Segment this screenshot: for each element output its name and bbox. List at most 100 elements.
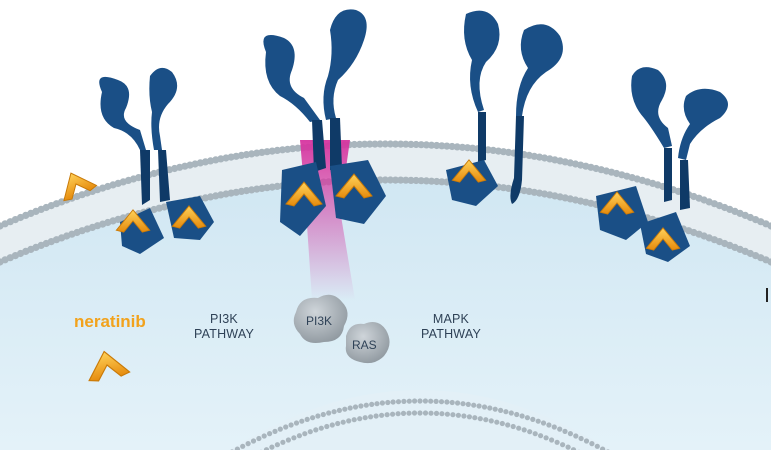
nuclear-lipid-inner (483, 417, 489, 423)
nuclear-lipid-inner (466, 414, 472, 420)
nuclear-lipid-inner (516, 425, 522, 431)
pi3k-protein-icon (293, 294, 348, 343)
nuclear-lipid-outer (444, 399, 450, 405)
lipid-head-inner (402, 176, 410, 184)
nuclear-lipid-outer (395, 399, 402, 405)
nuclear-lipid-outer (503, 409, 509, 415)
lipid-head-outer (361, 140, 369, 148)
nuclear-lipid-inner (269, 444, 275, 450)
nucleus-body (230, 390, 610, 450)
nuclear-lipid-inner (329, 422, 335, 428)
nuclear-lipid-outer (551, 424, 557, 430)
nuclear-lipid-inner (488, 418, 494, 424)
nuclear-lipid-inner (296, 433, 302, 439)
nuclear-lipid-outer (299, 418, 305, 424)
lipid-head-outer (412, 140, 420, 149)
nuclear-lipid-inner (538, 433, 544, 439)
nuclear-lipid-outer (455, 400, 461, 406)
nuclear-lipid-outer (240, 443, 246, 449)
nuclear-lipid-outer (304, 416, 310, 422)
nuclear-lipid-outer (342, 406, 348, 412)
nuclear-lipid-outer (261, 433, 267, 439)
nuclear-lipid-inner (346, 418, 352, 424)
nuclear-lipid-outer (530, 416, 536, 422)
mapk-pathway-line-1: MAPK (432, 312, 470, 326)
nuclear-lipid-inner (461, 413, 467, 419)
nuclear-lipid-outer (352, 404, 359, 410)
edge-marker (766, 288, 768, 302)
ras-protein-icon (345, 322, 390, 364)
nuclear-lipid-outer (336, 407, 342, 413)
nuclear-lipid-inner (357, 416, 363, 422)
lipid-head-inner (407, 176, 415, 184)
lipid-head-inner (412, 176, 420, 185)
nuclear-lipid-outer (320, 411, 326, 418)
lipid-head-outer (407, 140, 415, 148)
nuclear-lipid-outer (245, 441, 251, 447)
nuclear-lipid-inner (505, 422, 511, 428)
nuclear-lipid-inner (368, 414, 374, 420)
nuclear-lipid-inner (274, 442, 280, 448)
receptor-dimer-3 (446, 10, 563, 206)
nuclear-lipid-inner (570, 447, 577, 450)
nuclear-lipid-outer (460, 401, 466, 407)
nuclear-lipid-inner (521, 427, 527, 433)
nuclear-lipid-outer (578, 435, 584, 442)
nuclear-lipid-inner (307, 429, 313, 435)
mapk-pathway-line-2: PATHWAY (421, 327, 481, 341)
nuclear-lipid-inner (433, 410, 440, 416)
nuclear-lipid-outer (234, 446, 240, 450)
lipid-head-inner (386, 176, 394, 184)
nuclear-lipid-outer (347, 405, 353, 411)
lipid-head-inner (427, 177, 436, 185)
nuclear-membrane (230, 390, 610, 450)
nuclear-lipid-inner (565, 444, 571, 450)
nuclear-lipid-inner (395, 411, 401, 417)
nuclear-lipid-outer (422, 398, 428, 404)
nuclear-lipid-inner (472, 415, 478, 421)
nuclear-lipid-outer (535, 418, 541, 424)
nuclear-lipid-outer (589, 441, 595, 447)
nuclear-lipid-inner (527, 429, 533, 435)
lipid-head-outer (438, 142, 446, 150)
nuclear-lipid-outer (583, 438, 590, 444)
nuclear-lipid-outer (412, 398, 418, 404)
nuclear-lipid-inner (280, 439, 286, 445)
lipid-head-outer (350, 140, 358, 149)
pi3k-pathway-line-1: PI3K (210, 312, 238, 326)
lipid-head-outer (366, 140, 374, 148)
lipid-head-inner (433, 177, 441, 186)
nuclear-lipid-outer (508, 410, 514, 416)
nuclear-lipid-outer (256, 435, 262, 442)
nuclear-lipid-outer (546, 422, 552, 428)
nuclear-lipid-inner (439, 411, 445, 417)
nuclear-lipid-outer (465, 401, 471, 407)
nuclear-lipid-inner (362, 415, 368, 421)
lipid-head-outer (391, 140, 400, 148)
lipid-head-outer (273, 146, 281, 154)
nuclear-lipid-inner (428, 410, 434, 416)
nuclear-lipid-outer (438, 399, 445, 405)
nuclear-lipid-outer (487, 405, 493, 411)
nuclear-lipid-inner (444, 411, 450, 417)
lipid-head-outer (443, 142, 451, 150)
lipid-head-outer (767, 222, 771, 230)
lipid-head-inner (422, 177, 430, 185)
mapk-pathway-label: MAPK PATHWAY (415, 312, 487, 342)
nuclear-lipid-outer (406, 398, 412, 404)
lipid-head-inner (767, 258, 771, 266)
nuclear-lipid-outer (471, 402, 477, 408)
nuclear-lipid-inner (390, 411, 396, 417)
lipid-head-outer (469, 144, 477, 152)
nuclear-lipid-inner (549, 437, 555, 443)
nuclear-lipid-outer (600, 446, 606, 450)
neratinib-label: neratinib (74, 312, 146, 331)
lipid-head-outer (417, 141, 425, 149)
nuclear-lipid-outer (498, 407, 504, 413)
receptor-dimer-2 (263, 9, 386, 236)
nuclear-lipid-inner (400, 410, 407, 416)
nuclear-lipid-inner (422, 410, 429, 416)
lipid-head-outer (356, 140, 364, 148)
nuclear-lipid-inner (560, 442, 566, 448)
